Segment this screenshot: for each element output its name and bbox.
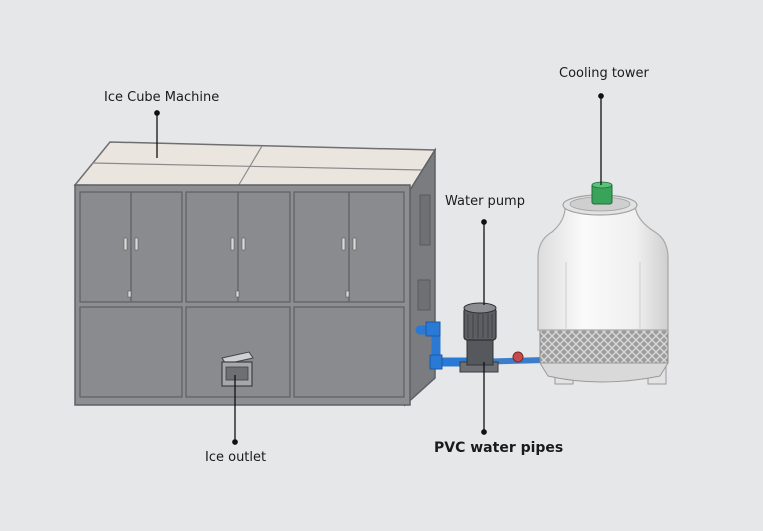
ice-outlet-chute <box>221 351 254 387</box>
upper-cabinet-doors <box>79 191 405 303</box>
tower-fill-media <box>539 327 669 364</box>
tower-shell <box>537 204 669 331</box>
pipe-valve <box>512 351 524 363</box>
pvc-water-pipes-label: PVC water pipes <box>434 440 564 456</box>
door-handles <box>123 237 357 298</box>
water-pump-label: Water pump <box>445 194 525 209</box>
water-pump <box>459 302 499 373</box>
cooling-tower-label: Cooling tower <box>559 66 649 81</box>
ice-cube-machine-label: Ice Cube Machine <box>104 90 220 105</box>
ice-outlet-label: Ice outlet <box>205 450 267 465</box>
ice-cube-machine <box>73 141 437 407</box>
cooling-tower <box>537 181 669 385</box>
leader-lines <box>154 93 604 445</box>
